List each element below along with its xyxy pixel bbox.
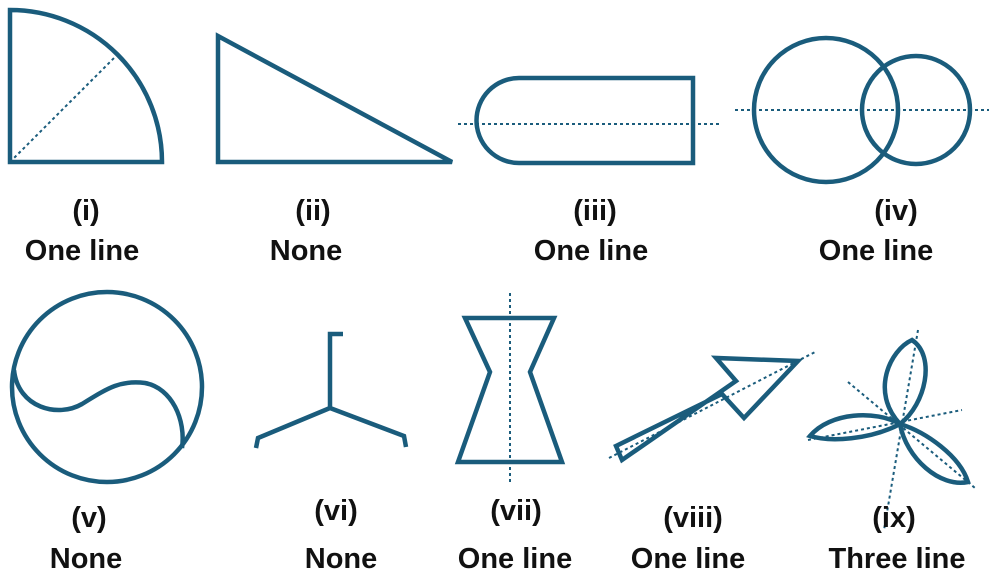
figure-vii: (vii) One line xyxy=(454,293,572,575)
symmetry-axis-3 xyxy=(807,409,963,441)
three-arm-hooks-icon xyxy=(253,331,409,449)
petal-left xyxy=(806,413,905,442)
figure-number: (vii) xyxy=(490,495,542,527)
figure-number: (ii) xyxy=(295,195,330,227)
figure-viii: (viii) One line xyxy=(608,350,818,575)
figure-answer: None xyxy=(305,543,378,575)
figure-number: (viii) xyxy=(663,502,723,534)
rounded-rectangle-icon xyxy=(474,75,696,166)
symmetry-axis xyxy=(9,54,118,163)
figure-ix: (ix) Three line xyxy=(806,329,976,575)
figure-iv: (iv) One line xyxy=(735,35,989,267)
figure-number: (i) xyxy=(72,195,99,227)
figure-number: (ix) xyxy=(872,502,916,534)
figure-number: (vi) xyxy=(314,495,358,527)
figure-number: (iii) xyxy=(573,195,617,227)
petal-top xyxy=(882,337,928,428)
figure-i: (i) One line xyxy=(7,7,165,267)
figure-vi: (vi) None xyxy=(253,331,409,575)
figure-answer: One line xyxy=(25,235,139,267)
figure-answer: None xyxy=(50,543,123,575)
figure-number: (v) xyxy=(71,502,106,534)
right-triangle-icon xyxy=(215,32,454,165)
figure-ii: (ii) None xyxy=(215,32,454,267)
quarter-circle-icon xyxy=(7,7,165,165)
arrow-icon xyxy=(613,355,804,464)
figure-answer: One line xyxy=(819,235,933,267)
symmetry-axis xyxy=(608,350,818,459)
yin-yang-icon xyxy=(11,369,185,449)
figure-v: (v) None xyxy=(9,289,205,575)
figure-answer: One line xyxy=(534,235,648,267)
figure-answer: One line xyxy=(631,543,745,575)
figure-answer: None xyxy=(270,235,343,267)
three-petal-icon xyxy=(806,337,971,486)
figure-answer: Three line xyxy=(829,543,966,575)
hourglass-icon xyxy=(454,315,566,465)
yin-yang-outer xyxy=(9,289,205,485)
figure-number: (iv) xyxy=(874,195,918,227)
symmetry-axis-1 xyxy=(883,329,919,531)
figure-answer: One line xyxy=(458,543,572,575)
figure-iii: (iii) One line xyxy=(458,75,722,267)
